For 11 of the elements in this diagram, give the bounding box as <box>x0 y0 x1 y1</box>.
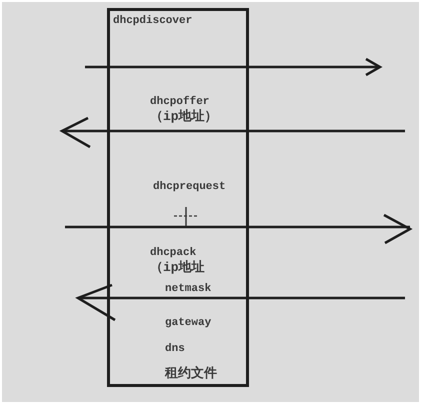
parameter-label: dns <box>165 343 185 356</box>
process-box <box>107 8 249 387</box>
parameter-label: gateway <box>165 317 212 330</box>
parameter-label: netmask <box>165 283 212 296</box>
parameter-label: （ip地址 <box>150 261 205 275</box>
message-label: dhcpoffer <box>150 96 210 109</box>
message-label: dhcprequest <box>153 181 226 194</box>
parameter-label: 租约文件 <box>165 367 217 381</box>
message-label: dhcpdiscover <box>113 15 192 28</box>
message-label: dhcpack <box>150 247 196 260</box>
parameter-label: （ip地址） <box>150 110 218 124</box>
